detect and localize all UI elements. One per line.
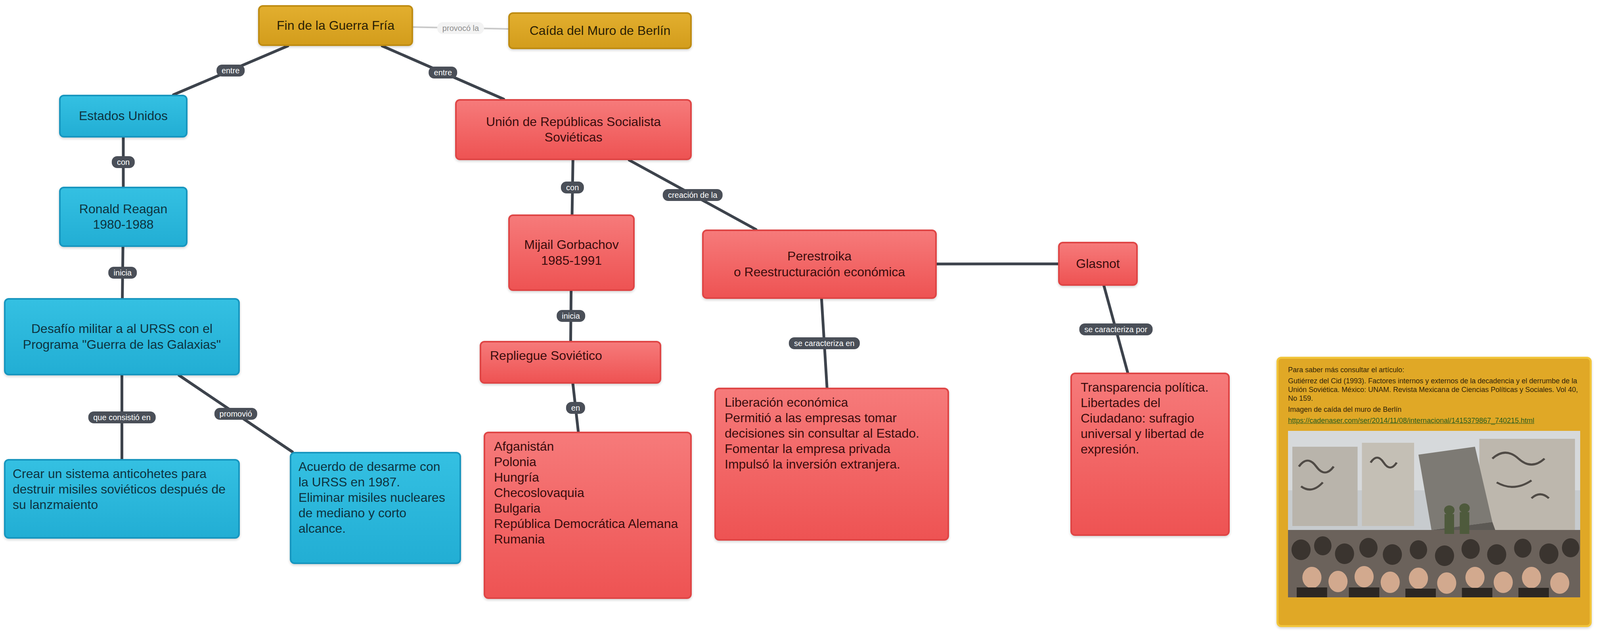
link-label: creación de la <box>662 189 723 201</box>
node-text: Eliminar misiles nucleares de mediano y … <box>298 489 453 537</box>
node-text: Liberación económica <box>724 394 939 411</box>
link-label: se caracteriza por <box>1079 323 1153 336</box>
leader-box: Mijail Gorbachov1985-1991 <box>508 214 635 291</box>
policy-box: Desafío militar a al URSS con el Program… <box>3 298 240 376</box>
detail-box: Transparencia política.Libertades del Ci… <box>1070 372 1230 536</box>
event-box: Caída del Muro de Berlín <box>508 12 692 50</box>
reference-text: Para saber más consultar el artículo: <box>1288 365 1581 375</box>
node-text: Hungría <box>493 469 682 486</box>
berlin-wall-photo <box>1288 430 1581 598</box>
detail-box: Acuerdo de desarme con la URSS en 1987.E… <box>289 451 462 565</box>
node-text: República Democrática Alemana <box>493 516 682 532</box>
title-box: Fin de la Guerra Fría <box>258 5 414 46</box>
reference-box: Para saber más consultar el artículo: Gut… <box>1276 356 1592 628</box>
node-text: Bulgaria <box>493 500 682 517</box>
country-box: Unión de Repúblicas Socialista Soviética… <box>455 99 692 161</box>
node-text: Repliegue Soviético <box>489 348 651 364</box>
detail-box: Liberación económicaPermitió a las empre… <box>714 387 950 541</box>
node-text: Glasnot <box>1068 256 1128 272</box>
policy-box: Repliegue Soviético <box>479 340 662 384</box>
country-box: Estados Unidos <box>59 94 188 138</box>
node-text: Perestroika <box>712 248 927 265</box>
node-text: Caída del Muro de Berlín <box>516 22 684 39</box>
node-text: Estados Unidos <box>67 108 179 124</box>
link-label: entre <box>428 66 458 79</box>
node-text: Permitió a las empresas tomar decisiones… <box>724 410 939 442</box>
leader-box: Ronald Reagan1980-1988 <box>59 186 188 247</box>
connector-line <box>382 45 504 100</box>
link-label: promovió <box>214 407 258 420</box>
node-text: Ronald Reagan <box>67 201 179 217</box>
node-text: 1985-1991 <box>518 252 625 269</box>
detail-box: Crear un sistema anticohetes para destru… <box>3 459 240 539</box>
node-text: Checoslovaquia <box>493 485 682 501</box>
node-text: Crear un sistema anticohetes para destru… <box>12 466 232 513</box>
node-text: Acuerdo de desarme con la URSS en 1987. <box>298 459 453 490</box>
link-label: con <box>560 181 584 194</box>
node-text: Unión de Repúblicas Socialista Soviética… <box>465 114 682 146</box>
node-text: Mijail Gorbachov <box>518 237 625 253</box>
link-label: que consistió en <box>88 411 156 424</box>
node-text: o Reestructuración económica <box>712 264 927 280</box>
node-text: Rumania <box>493 531 682 548</box>
link-label: en <box>566 401 586 414</box>
reference-text: https://cadenaser.com/ser/2014/11/08/int… <box>1288 416 1581 426</box>
reference-text: Imagen de caída del muro de Berlín <box>1288 405 1581 415</box>
connector-line <box>173 45 288 95</box>
connector-line <box>179 375 293 452</box>
connector-line <box>629 160 756 230</box>
node-text: Fomentar la empresa privada <box>724 441 939 457</box>
node-text: Libertades del Ciudadano: sufragio unive… <box>1080 395 1220 458</box>
link-label: entre <box>216 64 245 77</box>
link-label: con <box>111 156 135 169</box>
node-text: Afganistán <box>493 438 682 455</box>
node-text: Impulsó la inversión extranjera. <box>724 456 939 473</box>
link-label: inicia <box>108 266 138 279</box>
connector-line <box>936 262 1059 266</box>
reference-text: Gutiérrez del Cid (1993). Factores inter… <box>1288 377 1581 404</box>
node-text: Desafío militar a al URSS con el Program… <box>12 321 232 353</box>
node-text: Transparencia política. <box>1080 379 1220 396</box>
node-text: 1980-1988 <box>67 216 179 233</box>
policy-box: Perestroikao Reestructuración económica <box>702 229 937 299</box>
node-text: Fin de la Guerra Fría <box>266 17 405 34</box>
policy-box: Glasnot <box>1058 241 1138 286</box>
list-box: AfganistánPoloniaHungríaChecoslovaquiaBu… <box>483 431 692 600</box>
link-label: provocó la <box>437 22 485 35</box>
link-label: se caracteriza en <box>788 337 860 350</box>
link-label: inicia <box>556 310 586 322</box>
node-text: Polonia <box>493 454 682 470</box>
